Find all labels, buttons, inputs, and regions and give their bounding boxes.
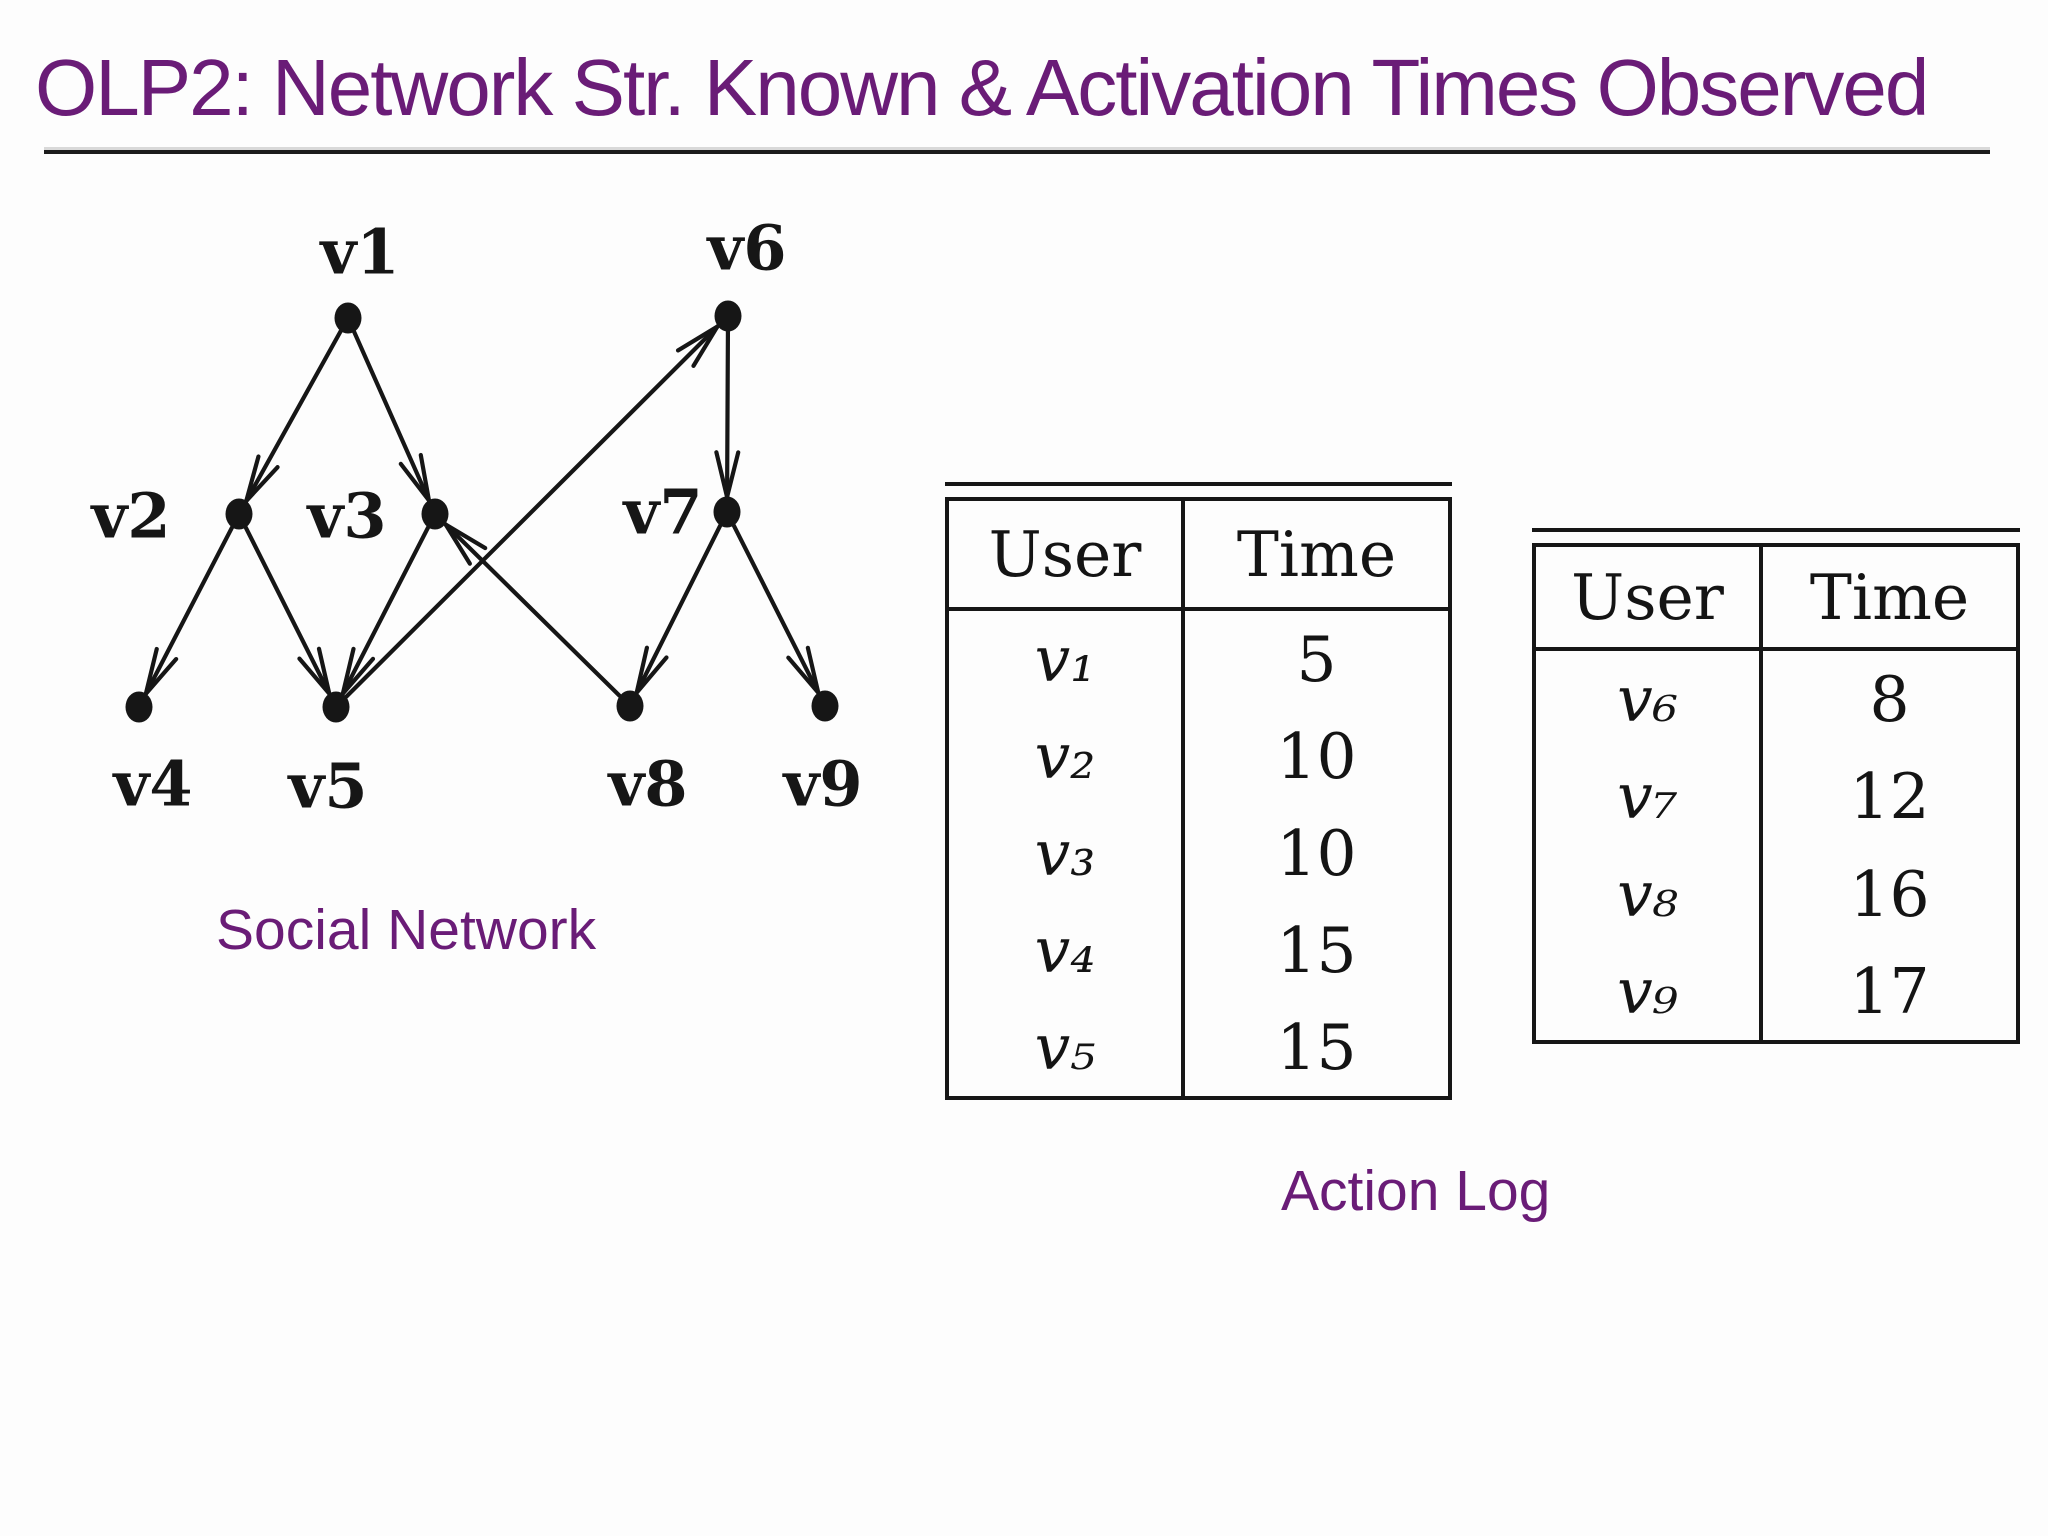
graph-node-label-v8: v8 (606, 748, 687, 821)
table-top-rule (1532, 528, 2020, 532)
edge-v3-v5 (340, 525, 431, 696)
edge-v1-v3 (351, 329, 432, 503)
cell-time: 12 (1849, 760, 1930, 834)
arrowhead-icon-v2-v4 (143, 646, 159, 696)
table-header-row: User Time (1536, 547, 2016, 651)
table-row: v₈ 16 (1536, 845, 2016, 943)
cell-user: v₉ (1536, 942, 1764, 1040)
graph-node-v1 (334, 302, 362, 334)
arrowhead-icon-v6-v7 (714, 450, 730, 500)
edge-v2-v5 (243, 525, 332, 696)
graph-node-label-v3: v3 (305, 480, 386, 553)
cell-time: 17 (1849, 954, 1930, 1028)
arrowhead-icon-v2-v5 (316, 646, 332, 696)
arrowhead-icon-v1-v3 (398, 461, 432, 503)
graph-node-v2 (225, 498, 253, 530)
edge-v7-v9 (731, 523, 821, 695)
arrowhead-icon-v2-v4 (143, 656, 179, 696)
arrowhead-icon-v1-v2 (244, 465, 280, 503)
cell-time: 15 (1276, 914, 1357, 987)
arrowhead-icon-v8-v3 (443, 522, 472, 566)
arrowhead-icon-v7-v9 (786, 655, 821, 695)
edge-v5-v6 (344, 324, 720, 699)
graph-node-v4 (125, 691, 153, 723)
graph-node-v5 (322, 691, 350, 723)
graph-node-label-v2: v2 (89, 480, 170, 553)
table-row: v₉ 17 (1536, 942, 2016, 1040)
graph-node-v3 (421, 498, 449, 530)
social-network-caption: Social Network (216, 898, 597, 962)
slide-title: OLP2: Network Str. Known & Activation Ti… (35, 43, 1929, 132)
graph-node-label-v5: v5 (286, 750, 367, 823)
graph-node-v8 (616, 690, 644, 722)
graph-node-v6 (714, 300, 742, 332)
cell-user: v₆ (1536, 651, 1764, 749)
table-row: v₆ 8 (1536, 651, 2016, 749)
cell-user: v₁ (949, 611, 1186, 708)
graph-node-v7 (713, 496, 741, 528)
cell-user: v₈ (1536, 845, 1764, 943)
cell-user: v₇ (1536, 748, 1764, 846)
arrowhead-icon-v7-v9 (805, 645, 821, 695)
table-row: v₂ 10 (949, 708, 1448, 805)
edge-v7-v8 (634, 523, 723, 695)
table-row: v₃ 10 (949, 805, 1448, 902)
title-divider-rule (44, 150, 1990, 154)
table-row: v₅ 15 (949, 999, 1448, 1096)
cell-user: v₅ (949, 999, 1186, 1096)
arrowhead-icon-v6-v7 (724, 450, 741, 500)
arrowhead-icon-v3-v5 (340, 656, 376, 696)
table-row: v₄ 15 (949, 902, 1448, 999)
action-log-table-2: User Time v₆ 8 v₇ 12 v₈ 16 v₉ 17 (1532, 528, 2020, 1044)
cell-user: v₄ (949, 902, 1186, 999)
cell-time: 5 (1296, 623, 1337, 696)
cell-time: 16 (1849, 857, 1930, 931)
arrowhead-icon-v7-v8 (634, 645, 650, 695)
cell-user: v₂ (949, 708, 1186, 805)
graph-node-label-v1: v1 (318, 216, 399, 289)
table-header-row: User Time (949, 501, 1448, 611)
graph-node-label-v9: v9 (781, 748, 862, 821)
column-header-user: User (949, 501, 1186, 607)
action-log-caption: Action Log (1281, 1159, 1551, 1223)
column-header-time: Time (1236, 517, 1397, 591)
graph-node-label-v6: v6 (705, 212, 786, 285)
cell-time: 10 (1276, 817, 1357, 890)
table-row: v₁ 5 (949, 611, 1448, 708)
arrowhead-icon-v7-v8 (634, 655, 669, 695)
arrowhead-icon-v5-v6 (675, 324, 720, 353)
arrowhead-icon-v5-v6 (691, 324, 720, 368)
action-log-table-1: User Time v₁ 5 v₂ 10 v₃ 10 v₄ 15 v₅ 15 (945, 482, 1452, 1100)
arrowhead-icon-v1-v2 (244, 454, 261, 503)
column-header-user: User (1536, 547, 1764, 647)
cell-time: 10 (1276, 720, 1357, 793)
arrowhead-icon-v2-v5 (297, 656, 332, 696)
graph-node-label-v7: v7 (621, 476, 702, 549)
arrowhead-icon-v3-v5 (340, 646, 356, 696)
cell-user: v₃ (949, 805, 1186, 902)
graph-node-label-v4: v4 (111, 748, 192, 821)
column-header-time: Time (1809, 560, 1970, 634)
edge-v1-v2 (244, 329, 343, 503)
edge-v8-v3 (443, 522, 622, 698)
table-row: v₇ 12 (1536, 748, 2016, 846)
arrowhead-icon-v8-v3 (443, 522, 488, 551)
edge-v6-v7 (724, 328, 731, 500)
edge-v2-v4 (143, 525, 235, 696)
cell-time: 8 (1869, 663, 1910, 737)
table-top-rule (945, 482, 1452, 486)
arrowhead-icon-v1-v3 (418, 452, 432, 503)
cell-time: 15 (1276, 1011, 1357, 1084)
graph-node-v9 (811, 690, 839, 722)
